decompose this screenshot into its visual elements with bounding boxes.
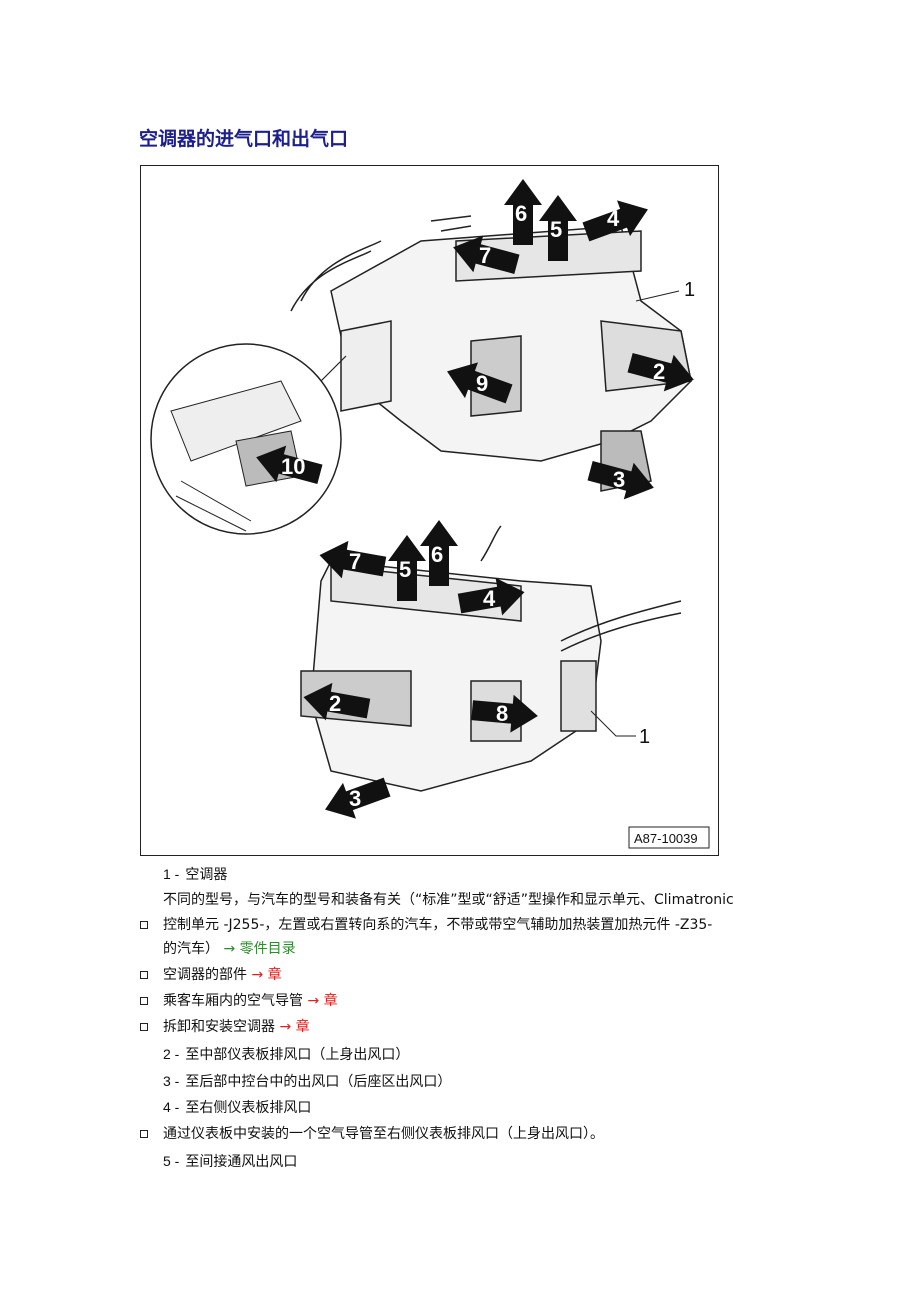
figure-code: A87-10039 <box>634 831 698 846</box>
chapter-link[interactable]: → 章 <box>251 967 282 983</box>
svg-text:2: 2 <box>653 359 665 384</box>
bullet-icon <box>140 997 148 1005</box>
svg-text:4: 4 <box>607 206 620 231</box>
page-title: 空调器的进气口和出气口 <box>139 128 349 150</box>
arrow-3-top: 3 <box>585 452 659 507</box>
item-1-desc-line2: 控制单元 -J255-，左置或右置转向系的汽车，不带或带空气辅助加热装置加热元件… <box>163 917 713 933</box>
svg-text:7: 7 <box>349 549 361 574</box>
svg-text:6: 6 <box>515 201 527 226</box>
arrow-3-bottom: 3 <box>318 769 394 828</box>
svg-text:6: 6 <box>431 542 443 567</box>
svg-text:5: 5 <box>399 557 411 582</box>
arrow-2-top: 2 <box>625 344 699 399</box>
svg-text:4: 4 <box>483 586 496 611</box>
callout-line <box>590 710 636 737</box>
svg-text:8: 8 <box>496 701 508 726</box>
arrow-4-top: 4 <box>579 191 655 250</box>
arrow-2-bottom: 2 <box>300 678 372 728</box>
item-5: 5 -至间接通风出风口 <box>163 1153 298 1170</box>
svg-text:2: 2 <box>329 691 341 716</box>
item-1-desc-line1: 不同的型号，与汽车的型号和装备有关（“标准”型或“舒适”型操作和显示单元、Cli… <box>163 892 734 908</box>
item-1-desc-line3: 的汽车） → 零件目录 <box>163 941 296 957</box>
hvac-unit-figure: 6 5 4 7 2 9 10 3 1 7 5 6 4 2 8 3 1 A87-1… <box>140 165 719 856</box>
arrow-7-bottom: 7 <box>316 536 388 586</box>
callout-1-bottom: 1 <box>639 726 650 748</box>
chapter-link[interactable]: → 章 <box>307 993 338 1009</box>
svg-text:10: 10 <box>281 454 305 479</box>
svg-text:9: 9 <box>476 371 488 396</box>
arrow-4-bottom: 4 <box>456 573 528 623</box>
callout-1-top: 1 <box>684 279 695 301</box>
arrow-10-detail: 10 <box>251 438 325 493</box>
bullet-icon <box>140 971 148 979</box>
detail-inset <box>150 343 347 535</box>
arrow-6-top: 6 <box>504 179 542 245</box>
top-hvac-unit <box>290 215 692 492</box>
bullet-icon <box>140 1023 148 1031</box>
item-4: 4 -至右侧仪表板排风口 <box>163 1099 312 1116</box>
svg-text:3: 3 <box>613 467 625 492</box>
bullet-components: 空调器的部件 → 章 <box>163 967 282 983</box>
bullet-icon <box>140 1130 148 1138</box>
arrow-6-bottom: 6 <box>420 520 458 586</box>
svg-text:7: 7 <box>479 243 491 268</box>
bullet-remove-install: 拆卸和安装空调器 → 章 <box>163 1019 310 1035</box>
arrow-5-top: 5 <box>539 195 577 261</box>
callout-line <box>635 290 680 302</box>
svg-text:3: 3 <box>349 786 361 811</box>
item-1: 1 -空调器 <box>163 866 228 883</box>
chapter-link[interactable]: → 章 <box>279 1019 310 1035</box>
bullet-air-duct-right: 通过仪表板中安装的一个空气导管至右侧仪表板排风口（上身出风口）。 <box>163 1126 604 1142</box>
bullet-icon <box>140 921 148 929</box>
bullet-air-ducts: 乘客车厢内的空气导管 → 章 <box>163 993 338 1009</box>
item-2: 2 -至中部仪表板排风口（上身出风口） <box>163 1046 410 1063</box>
parts-catalog-link[interactable]: → 零件目录 <box>223 941 296 957</box>
arrow-5-bottom: 5 <box>388 535 426 601</box>
hvac-illustration: 6 5 4 7 2 9 10 3 1 7 5 6 4 2 8 3 1 A87-1… <box>150 179 710 849</box>
arrow-9-top: 9 <box>440 353 516 412</box>
arrow-8-bottom: 8 <box>470 691 540 735</box>
item-3: 3 -至后部中控台中的出风口（后座区出风口） <box>163 1073 452 1090</box>
figure-code-box <box>628 826 710 849</box>
arrow-7-top: 7 <box>448 228 522 283</box>
svg-text:5: 5 <box>550 217 562 242</box>
